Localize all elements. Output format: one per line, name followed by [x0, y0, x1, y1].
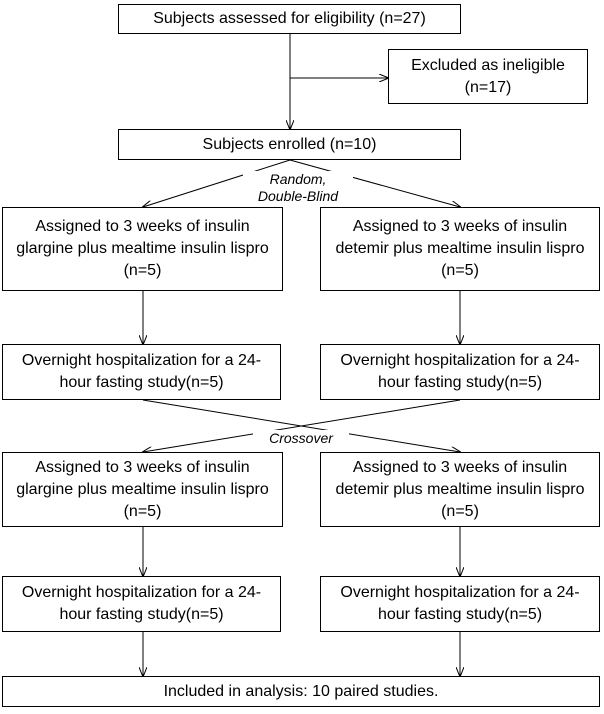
- period2-hospitalization-left-text: Overnight hospitalization for a 24-hour …: [21, 584, 262, 623]
- period2-hospitalization-right-box: Overnight hospitalization for a 24-hour …: [320, 576, 600, 632]
- period1-detemir-box: Assigned to 3 weeks of insulin detemir p…: [320, 207, 600, 291]
- period2-hospitalization-left-box: Overnight hospitalization for a 24-hour …: [2, 576, 281, 632]
- enrolled-text: Subjects enrolled (n=10): [202, 135, 377, 153]
- period1-detemir-text: Assigned to 3 weeks of insulin detemir p…: [335, 218, 585, 279]
- period2-glargine-text: Assigned to 3 weeks of insulin glargine …: [16, 458, 269, 520]
- analysis-box: Included in analysis: 10 paired studies.: [2, 676, 600, 707]
- period1-glargine-box: Assigned to 3 weeks of insulin glargine …: [2, 207, 283, 291]
- period2-detemir-text: Assigned to 3 weeks of insulin detemir p…: [335, 458, 585, 520]
- period1-hospitalization-right-text: Overnight hospitalization for a 24-hour …: [340, 352, 580, 391]
- excluded-box: Excluded as ineligible (n=17): [388, 49, 588, 104]
- period1-hospitalization-left-box: Overnight hospitalization for a 24-hour …: [2, 344, 281, 400]
- period1-hospitalization-left-text: Overnight hospitalization for a 24-hour …: [21, 352, 262, 391]
- period1-hospitalization-right-box: Overnight hospitalization for a 24-hour …: [320, 344, 600, 400]
- period2-glargine-box: Assigned to 3 weeks of insulin glargine …: [2, 452, 283, 527]
- randomization-label: Random, Double-Blind: [243, 171, 353, 205]
- assessed-box: Subjects assessed for eligibility (n=27): [118, 4, 461, 34]
- crossover-label: Crossover: [253, 430, 349, 447]
- randomization-label-line2: Double-Blind: [257, 188, 339, 204]
- period1-glargine-text: Assigned to 3 weeks of insulin glargine …: [16, 218, 269, 279]
- enrolled-box: Subjects enrolled (n=10): [118, 129, 461, 160]
- excluded-text-line1: Excluded as ineligible: [411, 56, 565, 74]
- assessed-text: Subjects assessed for eligibility (n=27): [153, 10, 426, 27]
- arrow-enrolled-to-detemir: [289, 159, 460, 207]
- arrow-crossover-right-to-glargine: [143, 399, 461, 452]
- crossover-label-text: Crossover: [269, 430, 333, 446]
- excluded-text-line2: (n=17): [464, 78, 512, 96]
- analysis-text: Included in analysis: 10 paired studies.: [163, 682, 439, 700]
- arrow-enrolled-to-glargine: [143, 159, 291, 207]
- period2-detemir-box: Assigned to 3 weeks of insulin detemir p…: [320, 452, 600, 527]
- randomization-label-line1: Random,: [269, 171, 327, 187]
- period2-hospitalization-right-text: Overnight hospitalization for a 24-hour …: [340, 584, 580, 623]
